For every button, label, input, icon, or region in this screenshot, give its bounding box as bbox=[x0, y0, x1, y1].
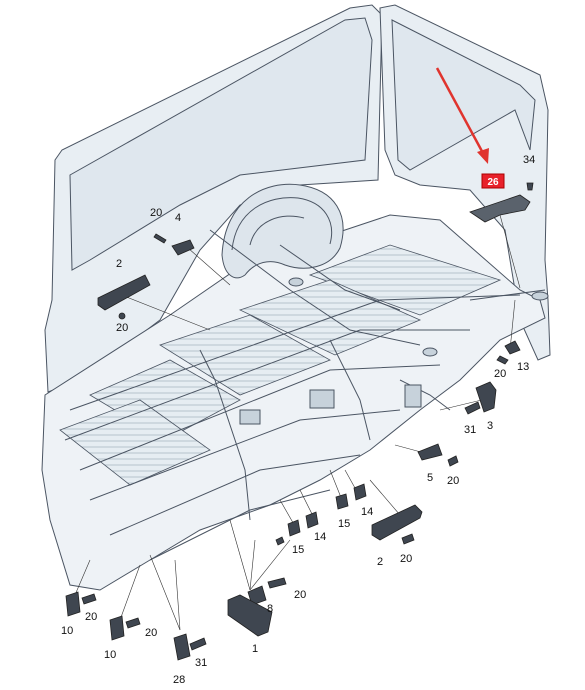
leader-lines bbox=[74, 214, 521, 631]
part-20b-screw bbox=[118, 312, 126, 320]
callout-20: 20 bbox=[494, 368, 506, 380]
cross-members bbox=[64, 229, 546, 561]
part-26-bracket bbox=[469, 194, 531, 223]
part-20d-screw bbox=[447, 455, 459, 467]
callout-31: 31 bbox=[195, 657, 207, 669]
part-10b-clip bbox=[109, 615, 125, 641]
loose-parts bbox=[65, 182, 534, 661]
callout-3: 3 bbox=[487, 420, 493, 432]
part-20c-screw bbox=[496, 355, 509, 365]
part-3-bracket bbox=[475, 381, 497, 413]
callout-20: 20 bbox=[116, 322, 128, 334]
highlight-arrow bbox=[435, 67, 489, 164]
part-2b-bracket bbox=[371, 504, 423, 541]
part-13-clip bbox=[504, 340, 521, 355]
callout-20: 20 bbox=[400, 553, 412, 565]
part-34-screw bbox=[526, 182, 534, 191]
callout-26: 26 bbox=[487, 177, 499, 188]
callout-5: 5 bbox=[427, 472, 433, 484]
part-5-clip bbox=[417, 443, 443, 461]
callout-10: 10 bbox=[104, 649, 116, 661]
callout-31: 31 bbox=[464, 424, 476, 436]
part-4-clip bbox=[171, 239, 195, 256]
callout-15: 15 bbox=[292, 544, 304, 556]
part-20e-screw bbox=[401, 533, 415, 545]
callout-1: 1 bbox=[252, 643, 258, 655]
callout-15: 15 bbox=[338, 518, 350, 530]
part-15b-clip bbox=[287, 519, 301, 537]
part-1-bracket bbox=[227, 594, 273, 637]
callout-14: 14 bbox=[361, 506, 373, 518]
callout-14: 14 bbox=[314, 531, 326, 543]
part-10a-clip bbox=[65, 591, 81, 617]
part-31a-bolt bbox=[464, 401, 481, 415]
callout-20: 20 bbox=[85, 611, 97, 623]
part-2a-bracket bbox=[97, 274, 151, 311]
callout-8: 8 bbox=[267, 603, 273, 615]
callout-20: 20 bbox=[150, 207, 162, 219]
part-20a-screw bbox=[153, 233, 167, 244]
floor-fittings bbox=[239, 277, 549, 425]
callout-labels: 34 20 4 2 20 13 20 31 3 5 20 14 15 14 15… bbox=[61, 154, 535, 686]
part-20-screw-15 bbox=[275, 536, 285, 546]
callout-20: 20 bbox=[447, 475, 459, 487]
part-31b-bolt bbox=[189, 637, 207, 651]
part-20h-screw bbox=[125, 617, 141, 629]
callout-2: 2 bbox=[116, 258, 122, 270]
callout-2: 2 bbox=[377, 556, 383, 568]
callout-10: 10 bbox=[61, 625, 73, 637]
part-14a-clip bbox=[353, 483, 367, 501]
callout-34: 34 bbox=[523, 154, 535, 166]
highlight-box bbox=[481, 173, 505, 189]
part-15a-clip bbox=[335, 493, 349, 510]
part-20g-screw bbox=[81, 593, 97, 605]
callout-28: 28 bbox=[173, 674, 185, 686]
part-14b-clip bbox=[305, 511, 319, 529]
callout-20: 20 bbox=[145, 627, 157, 639]
callout-13: 13 bbox=[517, 361, 529, 373]
part-28-bracket bbox=[173, 633, 191, 661]
callout-20: 20 bbox=[294, 589, 306, 601]
part-20f-screw bbox=[267, 577, 287, 589]
callout-4: 4 bbox=[175, 212, 181, 224]
